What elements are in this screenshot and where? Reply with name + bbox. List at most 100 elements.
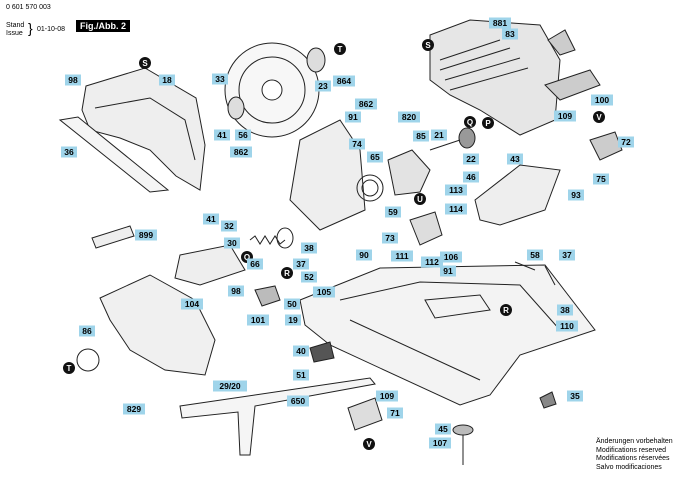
part-label: 45 — [435, 423, 451, 435]
base-plate — [299, 264, 596, 406]
figure-label: Fig./Abb. 2 — [76, 20, 130, 32]
part-number: 51 — [296, 370, 306, 380]
part-label: 98 — [228, 285, 244, 297]
part-number: 109 — [558, 111, 572, 121]
part-label-box — [556, 320, 578, 332]
reference-symbol: S — [139, 57, 151, 69]
part-label-box — [413, 130, 429, 142]
issue-label: Issue — [6, 30, 23, 37]
part-number: 881 — [493, 18, 507, 28]
part-label-box — [398, 111, 420, 123]
part-label-box — [287, 395, 309, 407]
part-label: 46 — [463, 171, 479, 183]
issue-date: 01-10-08 — [37, 26, 66, 33]
lever-73 — [409, 211, 443, 246]
part-number: 91 — [348, 112, 358, 122]
handle-trigger — [547, 29, 576, 56]
brace-symbol: } — [28, 20, 33, 36]
part-label-box — [230, 146, 252, 158]
reference-symbol: V — [363, 438, 375, 450]
part-number: 650 — [291, 396, 305, 406]
part-label-box — [568, 189, 584, 201]
part-label: 104 — [181, 298, 203, 310]
part-label-box — [293, 258, 309, 270]
reference-symbol-disc — [63, 362, 75, 374]
part-number: 41 — [217, 130, 227, 140]
part-label-box — [301, 271, 317, 283]
part-number: 40 — [296, 346, 306, 356]
part-label: 83 — [502, 28, 518, 40]
part-number: 22 — [466, 154, 476, 164]
blade-guard — [81, 67, 206, 191]
part-number: 38 — [560, 305, 570, 315]
reference-symbol-letter: P — [485, 119, 491, 128]
part-number: 106 — [444, 252, 458, 262]
part-label-box — [235, 129, 251, 141]
part-label: 37 — [559, 249, 575, 261]
part-number: 829 — [127, 404, 141, 414]
guard-inner-line — [94, 97, 196, 161]
saw-blade — [224, 42, 320, 138]
part-label: 881 — [489, 17, 511, 29]
part-number: 90 — [359, 250, 369, 260]
reference-symbol: V — [593, 111, 605, 123]
part-label: 85 — [413, 130, 429, 142]
reference-symbol: R — [500, 304, 512, 316]
part-label: 66 — [247, 258, 263, 270]
part-label: 50 — [284, 298, 300, 310]
part-number: 36 — [64, 147, 74, 157]
bracket-72 — [589, 131, 623, 161]
part-number: 820 — [402, 112, 416, 122]
reference-symbol-letter: Q — [244, 253, 250, 262]
grease-tube — [91, 225, 135, 249]
part-label: 864 — [333, 75, 355, 87]
part-number: 37 — [562, 250, 572, 260]
part-label: 113 — [445, 184, 467, 196]
gear-housing — [387, 149, 431, 196]
part-label: 30 — [224, 237, 240, 249]
part-label-box — [293, 369, 309, 381]
part-number: 33 — [215, 74, 225, 84]
part-number: 32 — [224, 221, 234, 231]
part-number: 86 — [82, 326, 92, 336]
part-number: 74 — [352, 139, 362, 149]
part-label: 74 — [349, 138, 365, 150]
part-number: 41 — [206, 214, 216, 224]
reference-symbol: S — [422, 39, 434, 51]
part-number: 104 — [185, 299, 199, 309]
part-number: 65 — [370, 152, 380, 162]
part-label: 86 — [79, 325, 95, 337]
reference-symbol-disc — [422, 39, 434, 51]
reference-symbol-letter: R — [503, 306, 509, 315]
part-label-box — [284, 298, 300, 310]
part-label-box — [440, 265, 456, 277]
part-label: 112 — [421, 256, 443, 268]
reference-symbol-disc — [363, 438, 375, 450]
part-number: 56 — [238, 130, 248, 140]
part-label: 71 — [387, 407, 403, 419]
note-en: Modifications reserved — [596, 446, 667, 454]
part-number: 59 — [388, 207, 398, 217]
part-label-box — [445, 203, 467, 215]
parts-58-37 — [514, 261, 556, 286]
part-label: 19 — [285, 314, 301, 326]
part-label-box — [203, 213, 219, 225]
reference-symbol: Q — [464, 116, 476, 128]
gear — [458, 127, 476, 149]
part-label-box — [135, 229, 157, 241]
part-label-box — [355, 98, 377, 110]
reference-symbol: T — [63, 362, 75, 374]
part-label: 73 — [382, 232, 398, 244]
reference-symbol-disc — [139, 57, 151, 69]
part-label: 51 — [293, 369, 309, 381]
flange-outer — [306, 47, 326, 73]
part-label: 90 — [356, 249, 372, 261]
part-label-box — [507, 153, 523, 165]
part-number: 29/20 — [219, 381, 241, 391]
lower-guard — [99, 274, 216, 376]
part-number: 72 — [621, 137, 631, 147]
part-number: 23 — [318, 81, 328, 91]
